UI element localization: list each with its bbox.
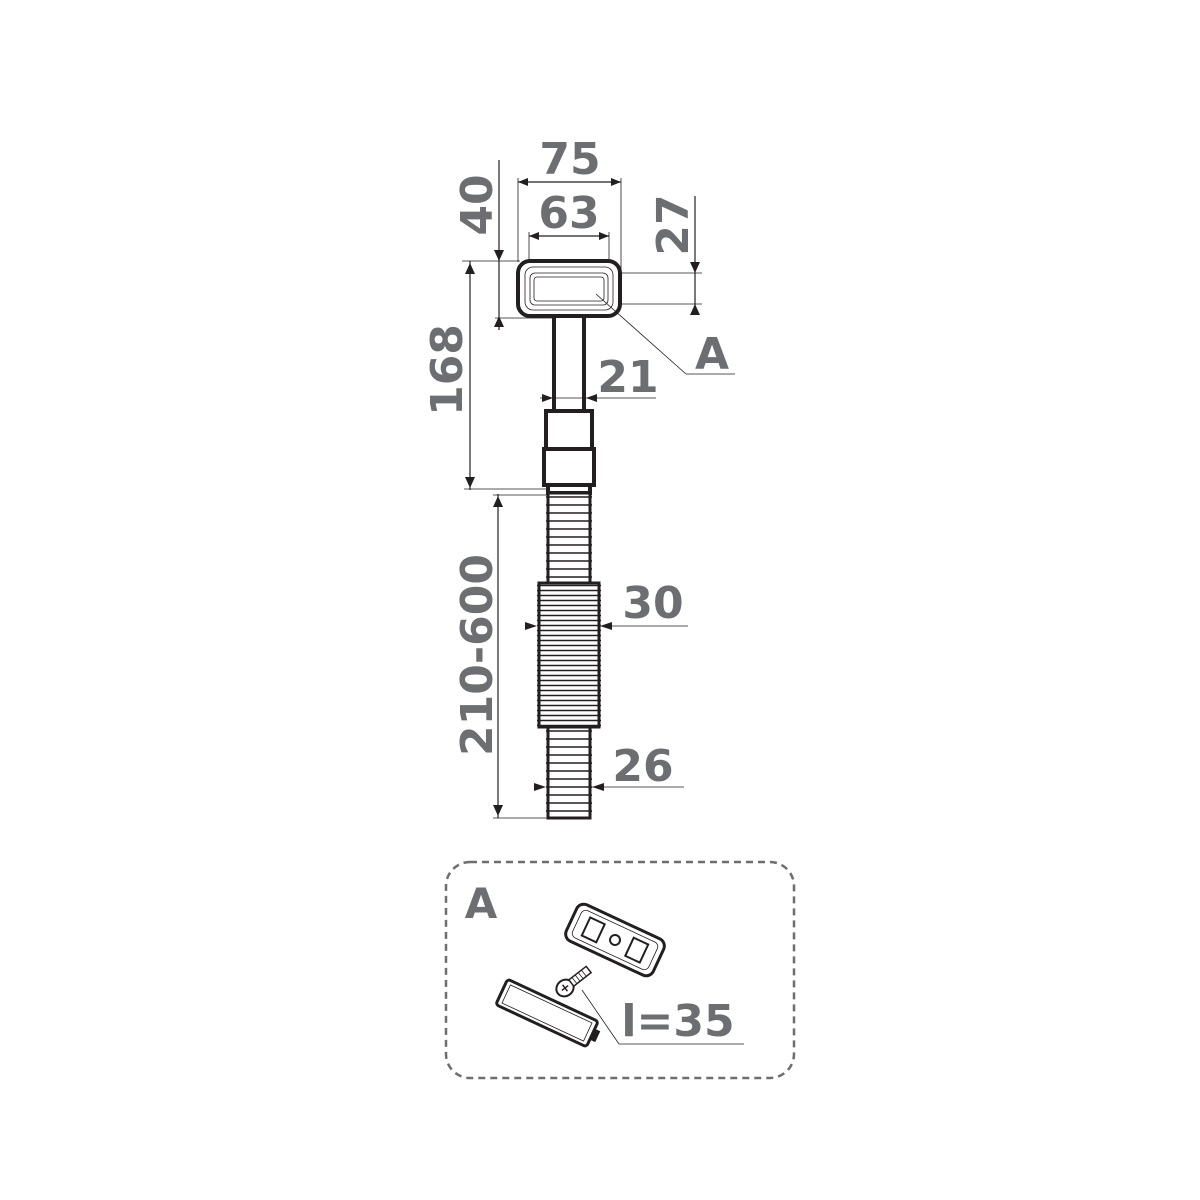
dimension-75: 75 — [517, 134, 622, 285]
hose-sleeve — [537, 581, 601, 729]
overflow-cover — [495, 978, 601, 1048]
dimension-label-168: 168 — [422, 324, 473, 416]
dimension-30: 30 — [525, 578, 688, 630]
dimension-21: 21 — [540, 352, 659, 403]
dimension-label-27: 27 — [648, 194, 699, 255]
hose-upper — [546, 491, 592, 585]
detail-a-box: A l=35 — [444, 860, 796, 1080]
dimension-26: 26 — [534, 741, 684, 792]
screw-length-label: l=35 — [621, 996, 734, 1047]
detail-label-a: A — [465, 879, 498, 928]
dimension-168: 168 — [422, 261, 546, 490]
dimension-label-40: 40 — [452, 174, 503, 235]
screw — [555, 965, 593, 998]
dimension-63: 63 — [528, 188, 610, 262]
rigid-pipe — [542, 314, 596, 495]
dimension-label-21: 21 — [597, 352, 658, 403]
dimension-210-600: 210-600 — [452, 494, 550, 819]
callout-label-a: A — [695, 329, 729, 380]
dimension-label-75: 75 — [539, 134, 600, 185]
callout-a: A — [595, 293, 735, 380]
overflow-head — [516, 259, 622, 318]
dimension-label-30: 30 — [622, 578, 683, 629]
dimension-label-63: 63 — [538, 188, 599, 239]
hose-lower — [546, 725, 592, 820]
dimension-label-26: 26 — [612, 741, 673, 792]
overflow-frame — [564, 902, 666, 978]
dimension-27: 27 — [620, 194, 702, 315]
dimension-40: 40 — [452, 160, 556, 330]
dimension-label-210-600: 210-600 — [452, 554, 503, 756]
